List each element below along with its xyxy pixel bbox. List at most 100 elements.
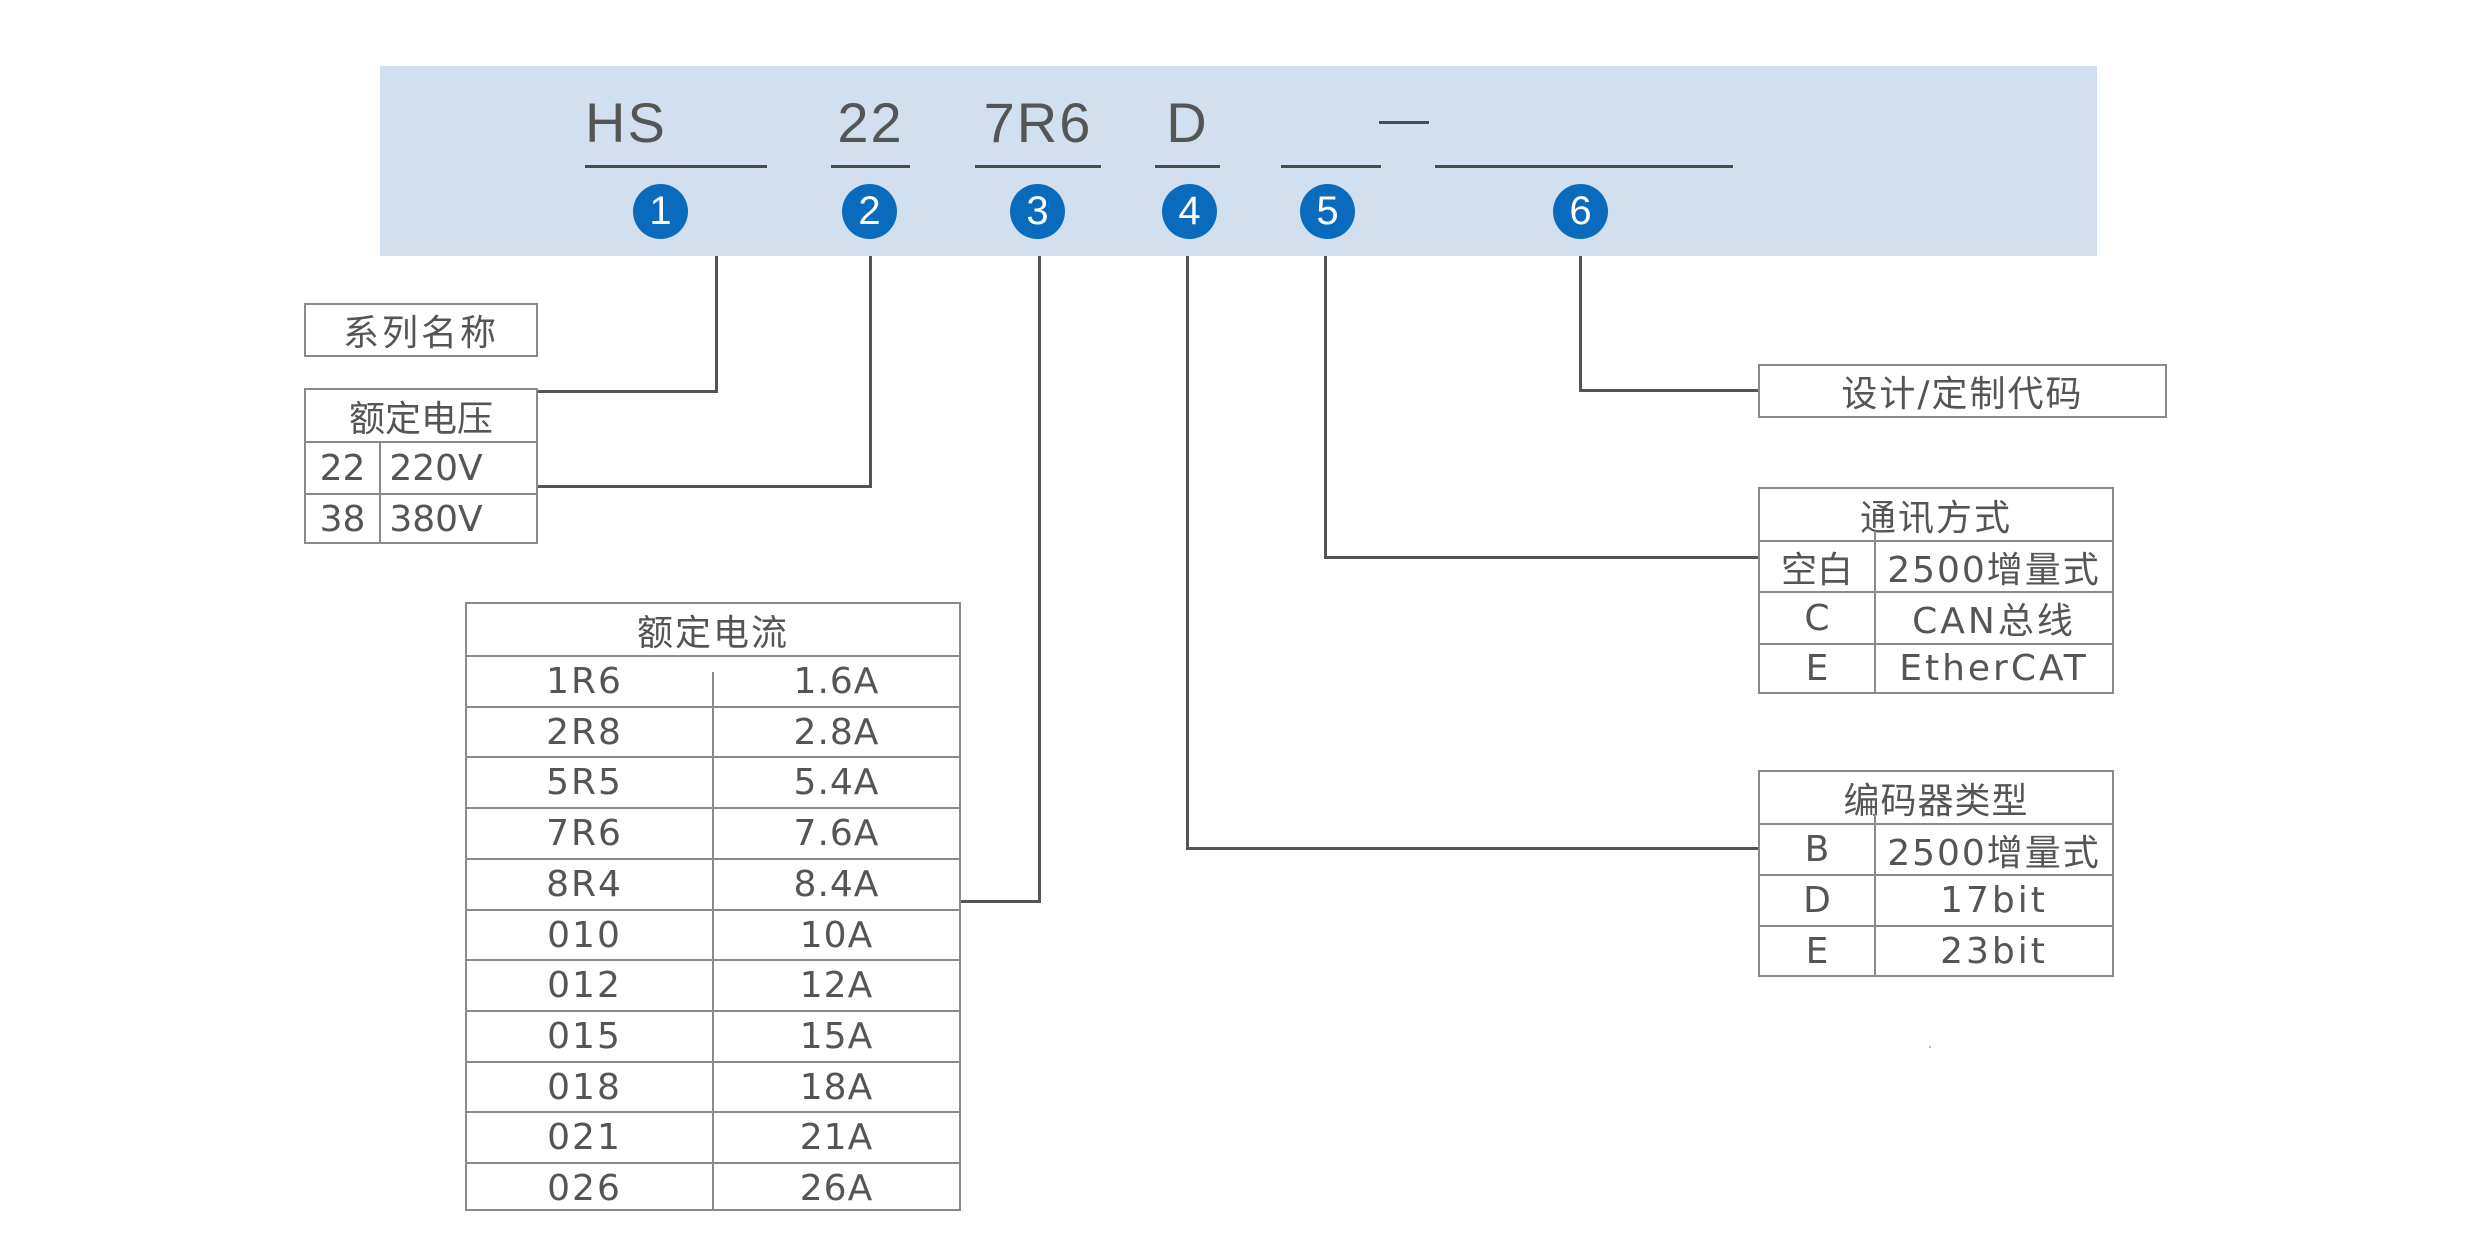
- current-value: 21A: [799, 1117, 874, 1158]
- voltage-code: 38: [319, 498, 366, 540]
- current-code: 021: [547, 1117, 622, 1158]
- divider: [467, 1010, 959, 1012]
- connector-6-vertical: [1579, 256, 1582, 392]
- divider: [467, 1162, 959, 1164]
- badge-5: 5: [1300, 184, 1355, 239]
- divider: [1760, 823, 2112, 825]
- connector-4-vertical: [1186, 256, 1189, 850]
- connector-6-horizontal: [1579, 389, 1758, 392]
- encoder-code: E: [1805, 930, 1829, 972]
- divider: [467, 756, 959, 758]
- badge-4: 4: [1162, 184, 1217, 239]
- current-code: 8R4: [546, 864, 623, 905]
- current-value: 26A: [799, 1168, 874, 1209]
- divider: [467, 1111, 959, 1113]
- segment-4-underline: [1155, 165, 1220, 168]
- current-value: 8.4A: [793, 864, 880, 905]
- segment-5-underline: [1281, 165, 1381, 168]
- current-value: 7.6A: [793, 813, 880, 854]
- divider: [467, 706, 959, 708]
- custom-code-label: 设计/定制代码: [1841, 374, 2084, 415]
- comm-code: C: [1804, 597, 1830, 639]
- rated-voltage-title: 额定电压: [348, 398, 493, 440]
- encoder-value: 2500增量式: [1887, 832, 2101, 874]
- comm-value: EtherCAT: [1899, 648, 2089, 689]
- segment-3-underline: [975, 165, 1101, 168]
- segment-2-underline: [831, 165, 910, 168]
- encoder-code: B: [1804, 829, 1830, 870]
- current-code: 1R6: [546, 661, 623, 702]
- series-name-label: 系列名称: [342, 313, 499, 354]
- divider: [712, 672, 714, 1209]
- comm-code: E: [1805, 648, 1829, 689]
- badge-3: 3: [1010, 184, 1065, 239]
- divider: [306, 441, 536, 443]
- current-code: 7R6: [546, 813, 623, 854]
- connector-3-vertical: [1038, 256, 1041, 903]
- connector-5-horizontal: [1324, 556, 1758, 559]
- current-value: 1.6A: [793, 661, 880, 702]
- segment-2-text: 22: [837, 91, 904, 154]
- current-code: 012: [547, 965, 622, 1006]
- current-value: 2.8A: [793, 712, 880, 753]
- divider: [1760, 925, 2112, 927]
- communication-table: 通讯方式 空白 2500增量式 C CAN总线 E EtherCAT: [1758, 487, 2114, 694]
- current-code: 015: [547, 1016, 622, 1057]
- connector-1-horizontal: [538, 390, 718, 393]
- divider: [467, 807, 959, 809]
- connector-2-horizontal: [538, 485, 872, 488]
- encoder-type-table: 编码器类型 B 2500增量式 D 17bit E 23bit: [1758, 770, 2114, 977]
- series-name-box: 系列名称: [304, 303, 538, 357]
- segment-6-underline: [1435, 165, 1733, 168]
- divider: [467, 909, 959, 911]
- divider: [379, 442, 381, 542]
- rated-voltage-table: 额定电压 22 220V 38 380V: [304, 388, 538, 544]
- divider: [1874, 814, 1876, 975]
- connector-4-horizontal: [1186, 847, 1758, 850]
- divider: [467, 1061, 959, 1063]
- current-value: 18A: [799, 1067, 874, 1108]
- connector-1-vertical: [715, 256, 718, 393]
- connector-3-horizontal: [961, 900, 1041, 903]
- connector-2-vertical: [869, 256, 872, 488]
- voltage-code: 22: [319, 447, 366, 489]
- badge-1: 1: [633, 184, 688, 239]
- stray-dot: [1929, 1046, 1931, 1048]
- segment-4-text: D: [1166, 91, 1209, 154]
- rated-current-title: 额定电流: [636, 612, 789, 654]
- divider: [1874, 531, 1876, 692]
- divider: [1760, 540, 2112, 542]
- voltage-value: 380V: [389, 498, 483, 540]
- badge-2: 2: [842, 184, 897, 239]
- current-code: 5R5: [546, 762, 623, 803]
- segment-3-text: 7R6: [983, 91, 1093, 154]
- separator-dash: [1379, 121, 1429, 124]
- encoder-code: D: [1803, 880, 1831, 921]
- encoder-value: 23bit: [1940, 930, 2048, 972]
- segment-1-text: HS: [585, 91, 667, 154]
- current-code: 2R8: [546, 712, 623, 753]
- custom-code-box: 设计/定制代码: [1758, 364, 2167, 418]
- divider: [1760, 874, 2112, 876]
- current-value: 12A: [799, 965, 874, 1006]
- divider: [1760, 591, 2112, 593]
- current-code: 010: [547, 915, 622, 956]
- current-code: 018: [547, 1067, 622, 1108]
- divider: [467, 959, 959, 961]
- comm-value: 2500增量式: [1887, 549, 2101, 591]
- voltage-value: 220V: [389, 447, 483, 489]
- divider: [467, 655, 959, 657]
- encoder-value: 17bit: [1940, 880, 2048, 921]
- comm-value: CAN总线: [1912, 601, 2076, 642]
- segment-1-underline: [585, 165, 767, 168]
- connector-5-vertical: [1324, 256, 1327, 559]
- divider: [306, 493, 536, 495]
- communication-title: 通讯方式: [1859, 497, 2012, 539]
- divider: [467, 858, 959, 860]
- badge-6: 6: [1553, 184, 1608, 239]
- comm-code: 空白: [1780, 549, 1853, 591]
- current-code: 026: [547, 1168, 622, 1209]
- current-value: 10A: [799, 915, 874, 956]
- encoder-type-title: 编码器类型: [1843, 780, 2029, 822]
